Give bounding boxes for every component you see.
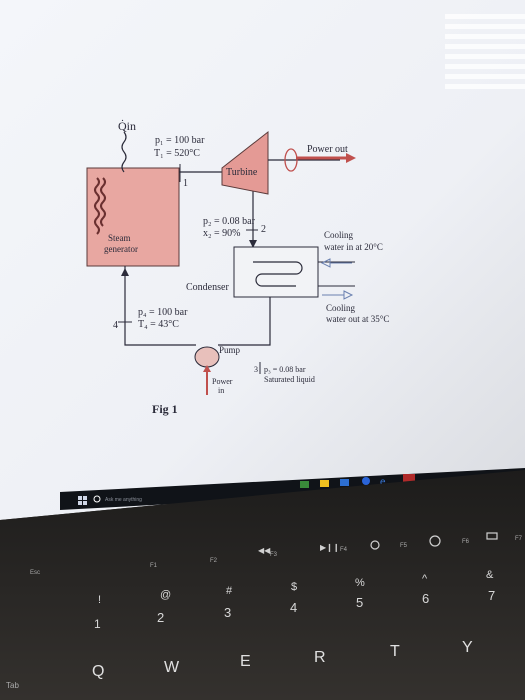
cooling-in-label: Cooling [324, 230, 354, 240]
window-blinds-reflection [445, 14, 525, 89]
state3-pressure: p₃ = 0.08 bar [264, 365, 306, 374]
devices-key-icon[interactable] [486, 532, 498, 540]
state4-pressure: p₄ = 100 bar [138, 307, 188, 318]
state2-pressure: p₂ = 0.08 bar [203, 216, 256, 227]
power-out-label: Power out [307, 144, 348, 155]
key-2-shift: @ [160, 589, 171, 601]
function-key-row: Esc F1 F2 F3 F4 F5 F6 F7 [30, 536, 523, 576]
steam-generator-label-2: generator [104, 244, 138, 254]
key-7[interactable]: 7 [488, 588, 495, 603]
key-2[interactable]: 2 [157, 610, 164, 625]
generator-coupling [284, 148, 298, 172]
f3-key[interactable]: F3 [270, 552, 278, 558]
pump [194, 346, 220, 368]
f2-key[interactable]: F2 [210, 558, 218, 564]
tab-key[interactable]: Tab [6, 681, 19, 690]
browser-icon[interactable] [362, 477, 370, 485]
state3-number: 3 [254, 365, 258, 374]
search-box[interactable]: Ask me anything [105, 497, 142, 503]
turbine-label: Turbine [226, 167, 258, 178]
key-6-shift: ^ [422, 573, 428, 585]
state2-number: 2 [261, 224, 266, 235]
heat-input-wave [121, 131, 127, 173]
rankine-cycle-diagram: Q̇in Steam generator Turbine Power out p… [86, 119, 389, 416]
cooling-out-label: Cooling [326, 303, 356, 313]
state1-temperature: T₁ = 520°C [154, 148, 200, 159]
mail-icon[interactable] [340, 479, 349, 486]
power-in-label-2: in [218, 386, 224, 395]
key-1-shift: ! [98, 594, 101, 606]
f1-key[interactable]: F1 [150, 563, 158, 569]
key-1[interactable]: 1 [94, 617, 101, 631]
key-w[interactable]: W [164, 659, 180, 676]
condenser-box [233, 246, 319, 298]
pipe-3 [218, 296, 271, 346]
key-7-shift: & [486, 569, 494, 581]
heating-coil [94, 177, 100, 235]
key-t[interactable]: T [390, 643, 400, 660]
letter-row: Tab Q W E R T Y [6, 639, 473, 690]
figure-caption: Fig 1 [152, 402, 178, 416]
f4-key[interactable]: F4 [340, 547, 348, 553]
rewind-icon[interactable]: ◀◀ [258, 546, 271, 555]
q-in-label: Q̇in [118, 119, 136, 133]
condenser-coil [253, 261, 303, 287]
cooling-out-label-2: water out at 35°C [326, 314, 389, 324]
state2-quality: x₂ = 90% [203, 228, 240, 239]
power-in-label: Power [212, 377, 233, 386]
key-4-shift: $ [291, 581, 297, 593]
cortana-icon[interactable] [93, 495, 101, 503]
pump-label: Pump [219, 345, 241, 355]
key-r[interactable]: R [314, 649, 326, 666]
pipe-4 [124, 266, 196, 346]
key-q[interactable]: Q [92, 663, 104, 680]
play-pause-icon[interactable]: ▶❙❙ [320, 543, 340, 552]
key-6[interactable]: 6 [422, 591, 429, 606]
key-4[interactable]: 4 [290, 600, 297, 615]
windows-start-button[interactable] [78, 496, 87, 505]
key-3-shift: # [226, 585, 233, 597]
key-3[interactable]: 3 [224, 605, 231, 620]
store-icon[interactable] [300, 481, 309, 488]
f6-key[interactable]: F6 [462, 539, 470, 545]
key-5-shift: % [355, 577, 365, 589]
steam-generator-box [86, 167, 180, 267]
condenser-label: Condenser [186, 282, 229, 293]
key-5[interactable]: 5 [356, 595, 363, 610]
f7-key[interactable]: F7 [515, 536, 523, 542]
state3-description: Saturated liquid [264, 375, 315, 384]
settings-key-icon[interactable] [429, 535, 441, 547]
key-y[interactable]: Y [462, 639, 473, 656]
steam-generator-label: Steam [108, 233, 131, 243]
file-explorer-icon[interactable] [320, 480, 329, 487]
app-icon[interactable] [403, 474, 415, 484]
state4-temperature: T₄ = 43°C [138, 319, 179, 330]
taskbar-icons: e [300, 474, 415, 488]
edge-icon[interactable]: e [380, 477, 386, 488]
state4-number: 4 [113, 320, 118, 331]
key-e[interactable]: E [240, 653, 251, 670]
state1-pressure: p₁ = 100 bar [155, 135, 205, 146]
f5-key[interactable]: F5 [400, 543, 408, 549]
state1-number: 1 [183, 178, 188, 189]
esc-key[interactable]: Esc [30, 570, 40, 576]
search-key-icon[interactable] [370, 540, 380, 550]
media-key-icons: ◀◀ ▶❙❙ [258, 532, 498, 555]
cooling-in-label-2: water in at 20°C [324, 242, 383, 252]
number-row: ! 1 @ 2 # 3 $ 4 % 5 ^ 6 & 7 [94, 569, 495, 631]
keyboard [0, 470, 525, 700]
turbine [221, 130, 269, 195]
